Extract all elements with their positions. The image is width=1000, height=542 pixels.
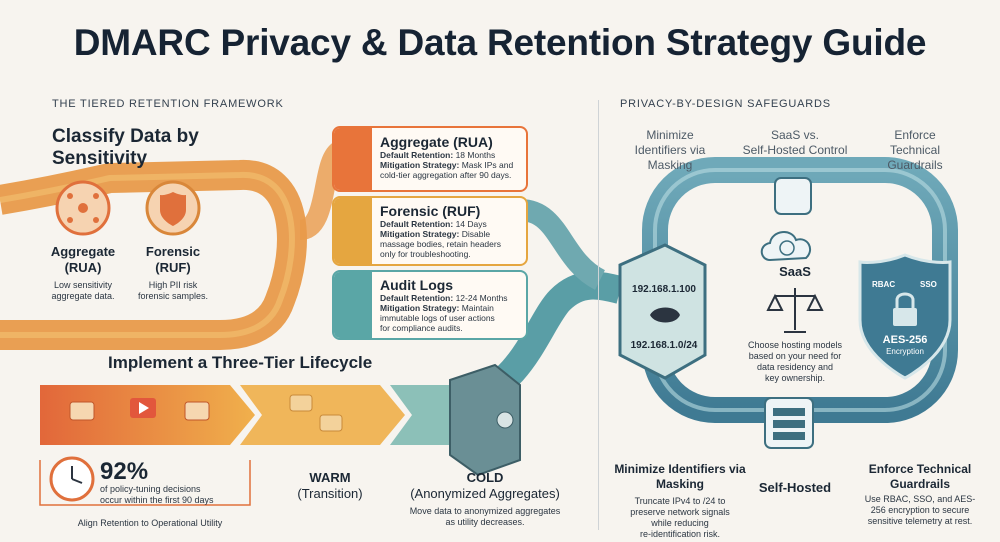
- card-audit-title: Audit Logs: [380, 277, 454, 293]
- card-aggregate-title: Aggregate (RUA): [380, 134, 493, 150]
- card-aggregate-strategy-label: Mitigation Strategy:: [380, 160, 460, 170]
- card-forensic-strategy-label: Mitigation Strategy:: [380, 229, 460, 239]
- card-forensic-retention-label: Default Retention:: [380, 219, 454, 229]
- encryption-label: Encryption: [886, 347, 924, 356]
- guard-desc-3: sensitive telemetry at rest.: [867, 516, 973, 526]
- stat-caption: Align Retention to Operational Utility: [77, 518, 223, 528]
- cold-label: COLD: [466, 470, 504, 485]
- col3-heading: Enforce Technical Guardrails: [860, 128, 970, 173]
- page-title: DMARC Privacy & Data Retention Strategy …: [73, 22, 927, 63]
- col3-head-3: Guardrails: [887, 158, 943, 172]
- mask-title: Minimize Identifiers via Masking: [614, 462, 746, 491]
- warm-label: WARM: [309, 470, 351, 485]
- col3-head-2: Technical: [889, 143, 941, 157]
- card-forensic-strategy-1: Disable: [461, 229, 491, 239]
- ip-masked: 192.168.1.0/24: [630, 340, 698, 351]
- warm-tier: WARM (Transition): [290, 470, 370, 502]
- safeguards-section-label: PRIVACY-BY-DESIGN SAFEGUARDS: [620, 98, 831, 110]
- cold-tier: COLD (Anonymized Aggregates) Move data t…: [400, 470, 570, 528]
- lifecycle-heading: Implement a Three-Tier Lifecycle: [108, 353, 373, 372]
- aggregate-classification: Aggregate (RUA) Low sensitivity aggregat…: [38, 244, 128, 302]
- scale-icon: [766, 288, 824, 333]
- mask-desc-4: re-identification risk.: [639, 529, 721, 539]
- mask-desc-1: Truncate IPv4 to /24 to: [634, 496, 726, 506]
- col3-head-1: Enforce: [894, 128, 936, 142]
- card-audit-tab: [334, 272, 372, 338]
- card-forensic-retention-value: 14 Days: [455, 219, 487, 229]
- shield-key-icon: [774, 177, 812, 215]
- cold-storage-box: [449, 363, 521, 477]
- mask-icon: [650, 307, 680, 323]
- col2-head-1: SaaS vs.: [770, 128, 820, 142]
- col2-head-2: Self-Hosted Control: [742, 143, 848, 157]
- stat-value: 92%: [100, 458, 149, 485]
- col2-heading: SaaS vs. Self-Hosted Control: [730, 128, 860, 158]
- card-forensic-tab: [334, 198, 372, 264]
- card-aggregate-retention-value: 18 Months: [455, 150, 496, 160]
- card-forensic-strategy-3: only for troubleshooting.: [380, 249, 471, 259]
- saas-label: SaaS: [779, 264, 811, 279]
- sso-label: SSO: [920, 280, 937, 289]
- guard-desc-1: Use RBAC, SSO, and AES-: [864, 494, 976, 504]
- card-aggregate: Aggregate (RUA) Default Retention: 18 Mo…: [332, 126, 528, 192]
- classify-heading: Classify Data by Sensitivity: [52, 126, 199, 169]
- card-forensic-title: Forensic (RUF): [380, 203, 481, 219]
- cloud-icon: [760, 231, 811, 262]
- guard-title-1: Enforce Technical: [868, 462, 972, 476]
- aes-label: AES-256: [882, 334, 928, 346]
- framework-section-label: THE TIERED RETENTION FRAMEWORK: [52, 98, 284, 110]
- forensic-label-2: (RUF): [155, 260, 191, 275]
- mask-desc-2: preserve network signals: [630, 507, 730, 517]
- card-aggregate-strategy-1: Mask IPs and: [461, 160, 514, 170]
- forensic-desc-2: forensic samples.: [137, 291, 209, 301]
- self-hosted-label: Self-Hosted: [758, 480, 832, 495]
- guard-title-2: Guardrails: [889, 477, 951, 491]
- stat-desc-1: of policy-tuning decisions: [100, 484, 201, 494]
- card-aggregate-strategy-2: cold-tier aggregation after 90 days.: [380, 170, 512, 180]
- ip-full: 192.168.1.100: [632, 284, 696, 295]
- hosting-desc-2: based on your need for: [748, 351, 842, 361]
- forensic-desc-1: High PII risk: [148, 280, 198, 290]
- forensic-label-1: Forensic: [145, 244, 201, 259]
- card-audit-strategy-2: immutable logs of user actions: [380, 313, 495, 323]
- hosting-desc: Choose hosting models based on your need…: [735, 340, 855, 384]
- hosting-desc-3: data residency and: [756, 362, 834, 372]
- card-audit-retention-value: 12-24 Months: [455, 293, 508, 303]
- cold-desc-2: as utility decreases.: [445, 517, 525, 527]
- masking-block: Minimize Identifiers via Masking Truncat…: [610, 462, 750, 540]
- col1-head-3: Masking: [647, 158, 693, 172]
- section-divider: [598, 100, 599, 530]
- card-audit-strategy-3: for compliance audits.: [380, 323, 463, 333]
- card-audit-strategy-1: Maintain: [461, 303, 494, 313]
- card-forensic: Forensic (RUF) Default Retention: 14 Day…: [332, 196, 528, 266]
- aggregate-label-1: Aggregate: [50, 244, 116, 259]
- card-forensic-strategy-2: massage bodies, retain headers: [380, 239, 501, 249]
- card-aggregate-retention-label: Default Retention:: [380, 150, 454, 160]
- cold-sub: (Anonymized Aggregates): [410, 486, 560, 501]
- aggregate-desc-1: Low sensitivity: [53, 280, 113, 290]
- mask-desc-3: while reducing: [651, 518, 709, 528]
- card-audit-retention-label: Default Retention:: [380, 293, 454, 303]
- col1-heading: Minimize Identifiers via Masking: [610, 128, 730, 173]
- col1-head-1: Minimize: [646, 128, 694, 142]
- hosting-desc-1: Choose hosting models: [747, 340, 843, 350]
- card-audit: Audit Logs Default Retention: 12-24 Mont…: [332, 270, 528, 340]
- stat-desc-2: occur within the first 90 days: [100, 495, 214, 505]
- hosting-desc-4: key ownership.: [764, 373, 826, 383]
- aggregate-label-2: (RUA): [64, 260, 102, 275]
- guard-desc-2: 256 encryption to secure: [870, 505, 970, 515]
- col1-head-2: Identifiers via: [634, 143, 706, 157]
- card-aggregate-tab: [334, 128, 372, 190]
- rbac-label: RBAC: [872, 280, 896, 289]
- forensic-classification: Forensic (RUF) High PII risk forensic sa…: [128, 244, 218, 302]
- guardrails-block: Enforce Technical Guardrails Use RBAC, S…: [850, 462, 990, 527]
- cold-desc-1: Move data to anonymized aggregates: [409, 506, 561, 516]
- warm-sub: (Transition): [297, 486, 363, 501]
- card-audit-strategy-label: Mitigation Strategy:: [380, 303, 460, 313]
- aggregate-desc-2: aggregate data.: [51, 291, 115, 301]
